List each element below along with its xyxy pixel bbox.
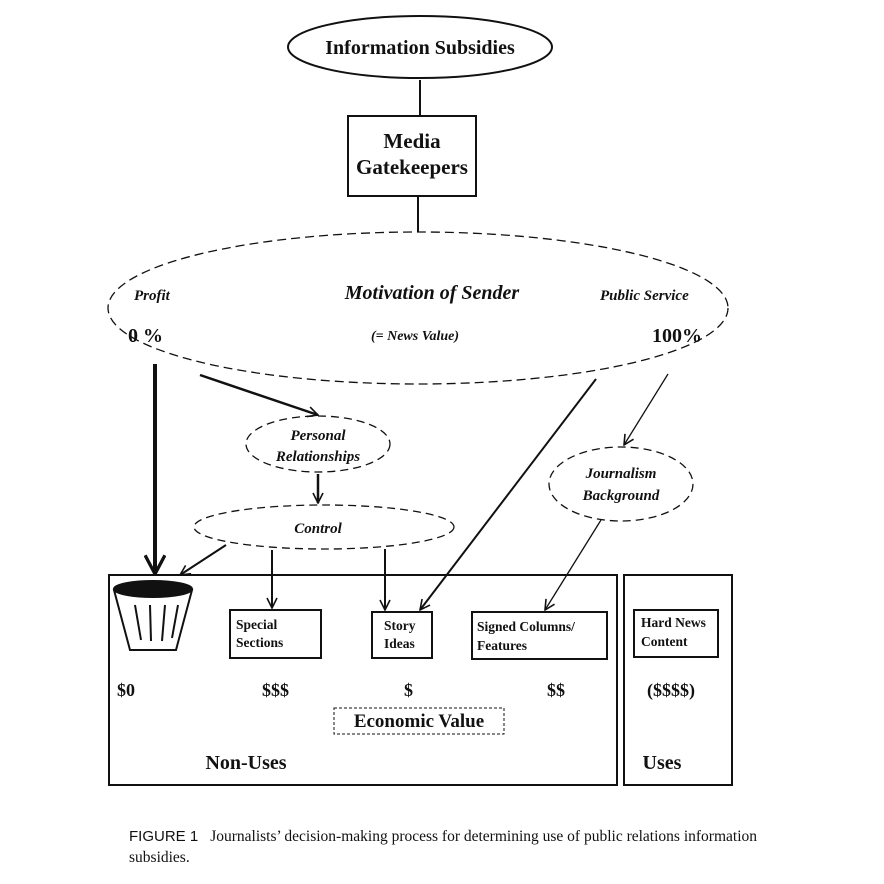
- signed-columns-node: Signed Columns/ Features: [471, 611, 608, 660]
- non-uses-label: Non-Uses: [205, 752, 286, 774]
- value-signed-columns: $$: [547, 680, 565, 700]
- personal-relationships-label-line2: Relationships: [275, 449, 360, 465]
- personal-relationships-node: Personal Relationships: [245, 415, 391, 473]
- motivation-of-sender-node: Motivation of Sender (= News Value) Prof…: [107, 231, 729, 385]
- arrow-motivation-to-story-ideas: [420, 378, 597, 610]
- arrow-motivation-to-personal-relationships: [199, 373, 318, 415]
- uses-label: Uses: [643, 752, 682, 774]
- media-gatekeepers-node: Media Gatekeepers: [347, 115, 477, 197]
- media-gatekeepers-label-line1: Media: [383, 129, 441, 153]
- public-service-percent: 100%: [652, 325, 702, 347]
- public-service-label: Public Service: [600, 288, 689, 304]
- trash-can-icon: [112, 580, 194, 651]
- figure-label: FIGURE 1: [129, 828, 199, 845]
- value-special-sections: $$$: [262, 680, 289, 700]
- information-subsidies-node: Information Subsidies: [287, 15, 553, 79]
- hard-news-label-line1: Hard News: [641, 615, 706, 630]
- journalism-background-label-line2: Background: [582, 488, 660, 504]
- non-uses-region: Non-Uses: [108, 574, 618, 786]
- information-subsidies-label: Information Subsidies: [325, 37, 515, 59]
- signed-columns-label-line1: Signed Columns/: [477, 619, 575, 634]
- control-node: Control: [193, 504, 455, 550]
- special-sections-label-line1: Special: [236, 617, 278, 632]
- personal-relationships-label-line1: Personal: [290, 428, 346, 444]
- motivation-subtitle: (= News Value): [371, 329, 459, 344]
- signed-columns-label-line2: Features: [477, 638, 527, 653]
- value-hard-news: ($$$$): [647, 680, 695, 701]
- control-label: Control: [294, 521, 342, 537]
- journalism-background-label-line1: Journalism: [585, 466, 657, 482]
- hard-news-node: Hard News Content: [633, 609, 719, 658]
- arrow-control-to-trash: [180, 544, 227, 575]
- economic-value-label-group: Economic Value: [333, 707, 505, 735]
- special-sections-label-line2: Sections: [236, 635, 283, 650]
- motivation-title: Motivation of Sender: [344, 282, 520, 304]
- media-gatekeepers-label-line2: Gatekeepers: [356, 155, 468, 179]
- special-sections-node: Special Sections: [229, 609, 322, 659]
- arrow-journalism-background-to-signed-columns: [545, 519, 602, 610]
- arrow-public-service-to-journalism-background: [624, 373, 669, 445]
- figure-caption-text: Journalists’ decision-making process for…: [129, 828, 758, 866]
- profit-percent: 0 %: [128, 325, 163, 347]
- story-ideas-label-line1: Story: [384, 618, 416, 633]
- hard-news-label-line2: Content: [641, 634, 688, 649]
- value-trash: $0: [117, 680, 135, 700]
- story-ideas-node: Story Ideas: [371, 611, 433, 659]
- journalism-background-node: Journalism Background: [548, 446, 694, 522]
- economic-value-label: Economic Value: [354, 711, 484, 732]
- story-ideas-label-line2: Ideas: [384, 636, 415, 651]
- profit-label: Profit: [134, 288, 171, 304]
- value-story-ideas: $: [404, 680, 413, 700]
